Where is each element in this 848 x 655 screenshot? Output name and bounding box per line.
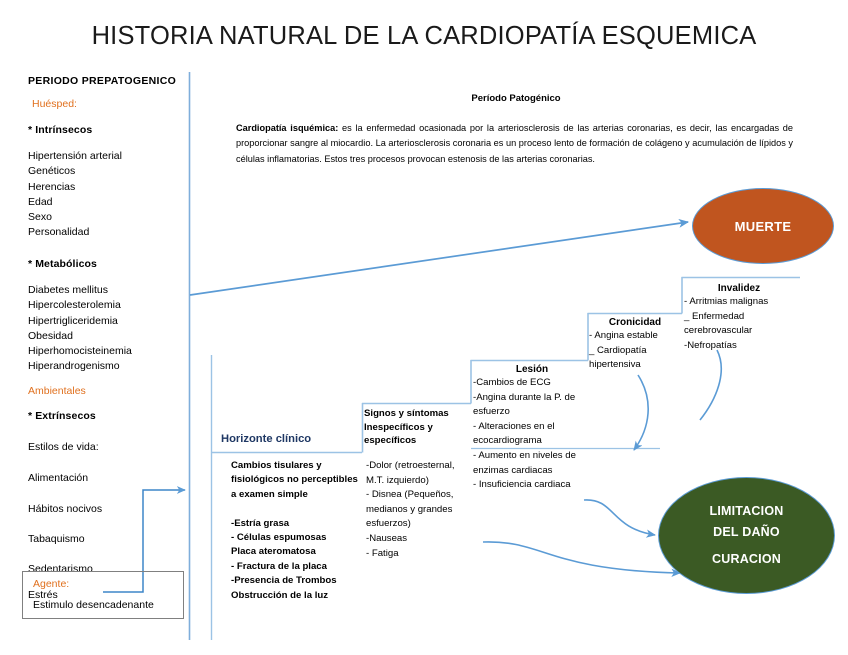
symptoms-detail: -Dolor (retroesternal, M.T. izquierdo) -… (366, 460, 455, 559)
definition-term: Cardiopatía isquémica: (236, 123, 339, 133)
host-label: Huésped: (32, 98, 77, 110)
outcome-limitation-ellipse: LIMITACION DEL DAÑO CURACION (658, 477, 835, 594)
outcome-limitation-line3: CURACION (712, 552, 781, 566)
outcome-limitation-line2: DEL DAÑO (713, 525, 780, 539)
extrinsic-item-5: Estrés (28, 589, 58, 601)
period-prepathogenic-label: PERIODO PREPATOGENICO (28, 75, 177, 87)
arrow-sintomas-to-limitacion (482, 541, 681, 577)
page-title: HISTORIA NATURAL DE LA CARDIOPATÍA ESQUE… (91, 22, 757, 50)
agent-box: Agente: Estimulo desencadenante (22, 571, 184, 619)
agent-value: Estimulo desencadenante (33, 599, 154, 611)
intrinsic-items: Hipertensión arterial Genéticos Herencia… (28, 150, 122, 239)
environmental-label: Ambientales (28, 385, 86, 397)
stage-lesion-body: -Cambios de ECG -Angina durante la P. de… (473, 377, 576, 491)
stage-signos-sintomas: Signos y síntomas Inespecíficos y especí… (364, 407, 456, 449)
stage-cronicidad-title: Cronicidad (608, 317, 662, 328)
extrinsic-header: * Extrínsecos (28, 410, 96, 422)
arrow-lesion-to-limitacion (583, 499, 656, 538)
arrow-cronicidad-curve (633, 374, 649, 451)
intrinsic-header: * Intrínsecos (28, 124, 93, 136)
stage-invalidez: Invalidez - Arritmias malignas _ Enferme… (684, 283, 794, 353)
metabolic-items: Diabetes mellitus Hipercolesterolemia Hi… (28, 284, 132, 373)
outcome-death-ellipse: MUERTE (692, 188, 834, 264)
stage-signos-title: Signos y síntomas Inespecíficos y especí… (364, 408, 449, 447)
stage-cronicidad-body: - Angina estable _ Cardiopatía hipertens… (589, 330, 658, 371)
stage-invalidez-title: Invalidez (717, 283, 761, 294)
extrinsic-item-2: Hábitos nocivos (28, 503, 103, 515)
stage-cronicidad: Cronicidad - Angina estable _ Cardiopatí… (589, 317, 681, 373)
extrinsic-item-1: Alimentación (28, 472, 89, 484)
arrow-to-death (189, 218, 690, 296)
extrinsic-item-0: Estilos de vida: (28, 441, 99, 453)
prepathogenic-changes-detail: Cambios tisulares y fisiológicos no perc… (231, 460, 358, 601)
arrow-invalidez-curve (699, 349, 722, 421)
extrinsic-item-3: Tabaquismo (28, 533, 85, 545)
definition-text: es la enfermedad ocasionada por la arter… (236, 123, 794, 164)
pathogenic-period-heading: Período Patogénico (471, 93, 561, 104)
disease-definition-paragraph: Cardiopatía isquémica: es la enfermedad … (236, 121, 793, 167)
outcome-limitation-line1: LIMITACION (709, 504, 784, 518)
clinical-horizon-label: Horizonte clínico (221, 433, 312, 445)
agent-label: Agente: (33, 578, 70, 590)
metabolic-header: * Metabólicos (28, 258, 97, 270)
stage-invalidez-body: - Arritmias malignas _ Enfermedad cerebr… (684, 296, 769, 351)
extrinsic-item-4: Sedentarismo (28, 563, 93, 575)
stage-lesion-title: Lesión (515, 364, 549, 375)
stage-lesion: Lesión -Cambios de ECG -Angina durante l… (473, 364, 591, 493)
outcome-death-label: MUERTE (734, 218, 792, 234)
